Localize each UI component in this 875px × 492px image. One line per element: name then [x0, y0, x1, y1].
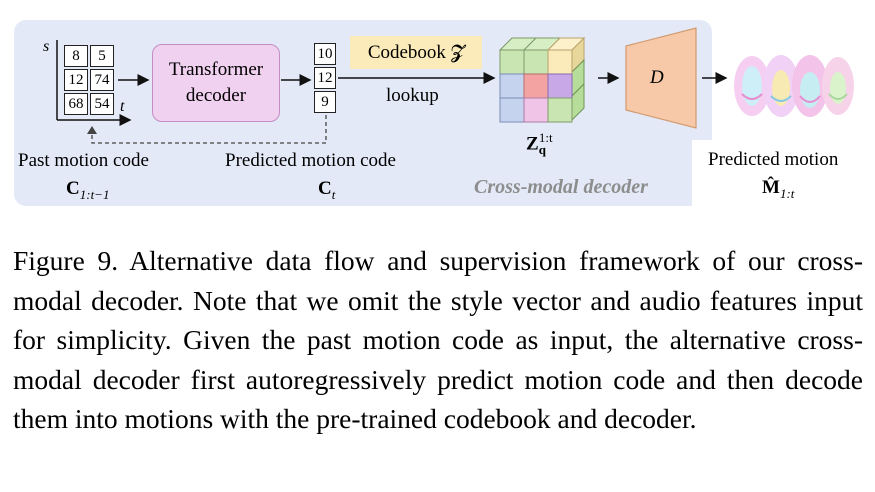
decoder-trapezoid	[625, 27, 697, 129]
cross-modal-decoder-label: Cross-modal decoder	[474, 176, 648, 198]
zq-sub: q	[538, 142, 546, 158]
quantized-cube-stack	[498, 36, 586, 123]
decoder-label: D	[650, 67, 664, 88]
connector-layer	[56, 27, 854, 144]
pred-motion-symbol-base: M̂	[762, 177, 780, 198]
pred-code-symbol-sub: t	[331, 186, 336, 202]
grid-cell: 5	[90, 45, 114, 67]
grid-cell: 8	[64, 45, 88, 67]
code-cell: 12	[314, 67, 336, 89]
zq-symbol: Zq1:t	[526, 130, 560, 158]
predicted-motion-symbol: M̂1:t	[762, 177, 794, 202]
grid-cell: 54	[90, 93, 114, 115]
figure-caption: Figure 9. Alternative data flow and supe…	[13, 245, 863, 434]
past-motion-grid: 8 5 12 74 68 54	[64, 45, 114, 115]
zq-sup: 1:t	[538, 130, 553, 145]
zq-base: Z	[526, 133, 539, 155]
predicted-motion-faces	[734, 55, 854, 117]
past-motion-symbol: C1:t−1	[66, 178, 109, 203]
grid-cell: 68	[64, 93, 88, 115]
feedback-arrowhead	[87, 126, 97, 134]
predicted-code-column: 10 12 9	[314, 43, 338, 113]
grid-cell: 12	[64, 69, 88, 91]
transformer-decoder-box: Transformer decoder	[152, 44, 280, 122]
pred-code-symbol-base: C	[318, 178, 332, 199]
t-axis-label: t	[120, 98, 125, 115]
past-symbol-sub: 1:t−1	[79, 186, 110, 202]
feedback-dashed-line	[91, 115, 327, 144]
transformer-label-line2: decoder	[185, 85, 247, 106]
predicted-code-label: Predicted motion code	[225, 150, 396, 171]
past-motion-label: Past motion code	[18, 150, 149, 171]
predicted-code-symbol: Ct	[318, 178, 335, 203]
predicted-motion-label: Predicted motion	[708, 149, 839, 170]
grid-cell: 74	[90, 69, 114, 91]
lookup-label: lookup	[386, 85, 439, 106]
figure: s t 8 5 12 74 68 54 Transformer decoder …	[0, 0, 875, 215]
codebook-box: Codebook 𝓩	[350, 36, 482, 69]
code-cell: 10	[314, 43, 336, 65]
transformer-label-line1: Transformer	[168, 59, 264, 80]
pred-motion-symbol-sub: 1:t	[779, 185, 795, 201]
past-symbol-base: C	[66, 178, 80, 199]
panel-cutout	[692, 140, 722, 210]
code-cell: 9	[314, 91, 336, 113]
s-axis-label: s	[43, 38, 50, 55]
